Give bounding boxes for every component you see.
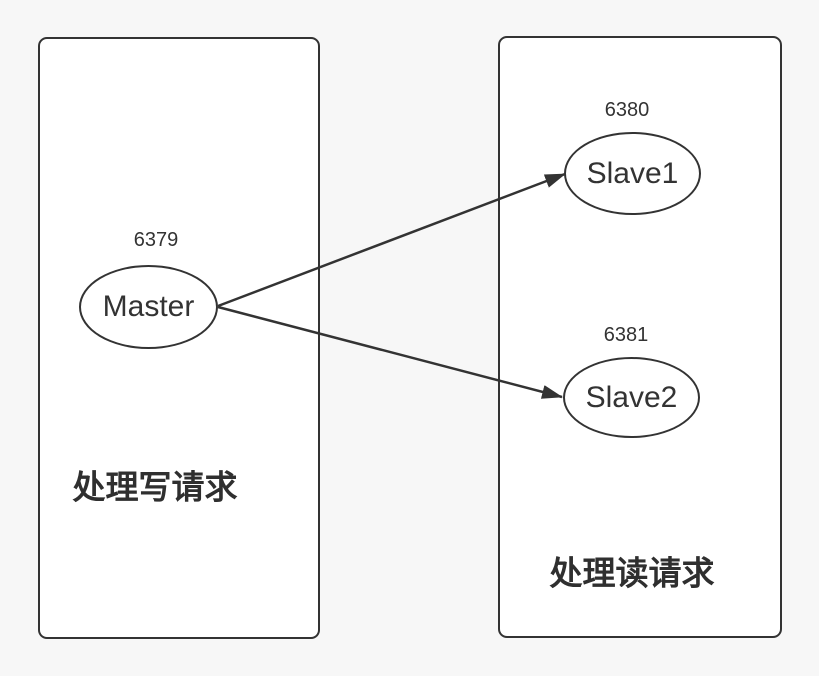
slave2-port-label: 6381: [603, 324, 649, 346]
read-panel-caption: 处理读请求: [549, 554, 715, 592]
slave2-node-label: Slave2: [585, 380, 678, 414]
slave1-port-label: 6380: [604, 99, 650, 121]
master-port-label: 6379: [133, 229, 179, 251]
slave1-node-label: Slave1: [586, 156, 679, 190]
slave1-node: Slave1: [564, 132, 701, 215]
slave2-node: Slave2: [563, 357, 700, 438]
master-node-label: Master: [102, 290, 195, 323]
write-panel-caption: 处理写请求: [72, 468, 238, 506]
master-node: Master: [79, 265, 218, 349]
